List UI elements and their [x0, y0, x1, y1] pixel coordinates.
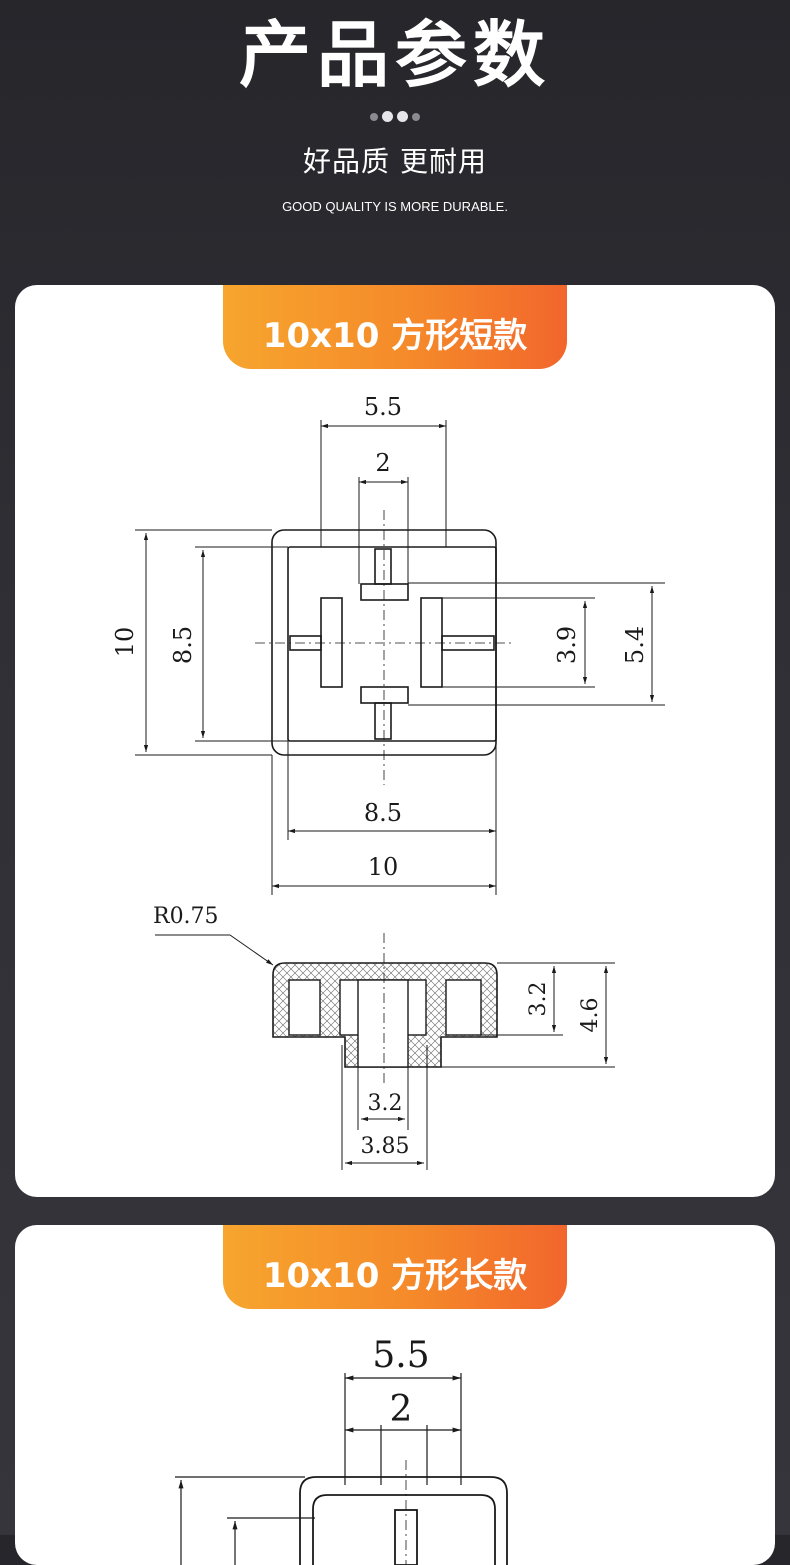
top-view: [255, 510, 515, 785]
decorative-dots: [0, 111, 790, 122]
card-badge: 10x10 方形短款: [223, 285, 567, 369]
dim-height-inner: 3.2: [526, 982, 551, 1017]
bottom-connector: [374, 702, 392, 740]
long-top-view-labels: 5.5 2: [372, 1335, 429, 1430]
dim-height-outer: 4.6: [578, 998, 603, 1033]
dim-top-outer: 5.5: [364, 393, 402, 421]
dim-left-outer: 10: [111, 627, 139, 658]
top-view-labels: 5.5 2 10 8.5 3.9 5.4 8.5 10: [111, 393, 649, 881]
outer-square: [271, 529, 497, 756]
product-card-short: 10x10 方形短款: [15, 285, 775, 1197]
side-view: [272, 933, 498, 1085]
side-view-labels: R0.75 3.2 4.6 3.2 3.85: [153, 904, 603, 1159]
page-title: 产品参数: [238, 13, 551, 97]
dim-left-inner: 8.5: [169, 626, 197, 664]
technical-drawing-short: 5.5 2 10 8.5 3.9 5.4 8.5 10: [111, 393, 665, 1170]
dim-right-inner: 3.9: [553, 626, 581, 664]
long-dim-top-outer: 5.5: [372, 1335, 429, 1376]
page-tagline: GOOD QUALITY IS MORE DURABLE.: [282, 199, 508, 214]
dim-stem-outer: 3.85: [361, 1134, 410, 1159]
long-top-view-dimensions: [175, 1373, 462, 1565]
dot-icon: [370, 112, 378, 121]
dot-icon: [412, 112, 420, 121]
header: 产品参数 好品质 更耐用 GOOD QUALITY IS MORE DURABL…: [0, 0, 790, 285]
top-rib: [360, 583, 409, 601]
top-view-dimensions: [135, 420, 665, 895]
top-connector: [374, 548, 392, 585]
technical-drawing-long: 5.5 2: [175, 1335, 508, 1565]
bottom-rib: [360, 686, 409, 704]
dot-icon: [397, 111, 408, 122]
dim-top-inner: 2: [375, 449, 390, 477]
card-badge: 10x10 方形长款: [223, 1225, 567, 1309]
dim-bottom-outer: 10: [368, 853, 399, 881]
dot-icon: [382, 111, 393, 122]
left-rib: [320, 597, 343, 688]
long-dim-top-inner: 2: [390, 1389, 413, 1430]
right-rib: [420, 597, 443, 688]
long-top-view: [299, 1460, 508, 1565]
inner-square: [287, 546, 497, 742]
dim-radius: R0.75: [153, 904, 219, 929]
side-view-dimensions: [155, 934, 615, 1170]
dim-stem-inner: 3.2: [368, 1091, 403, 1116]
product-card-long: 10x10 方形长款 5.5 2: [15, 1225, 775, 1565]
dim-right-outer: 5.4: [621, 626, 649, 664]
page-subtitle: 好品质 更耐用: [303, 145, 487, 178]
dim-bottom-inner: 8.5: [364, 799, 402, 827]
